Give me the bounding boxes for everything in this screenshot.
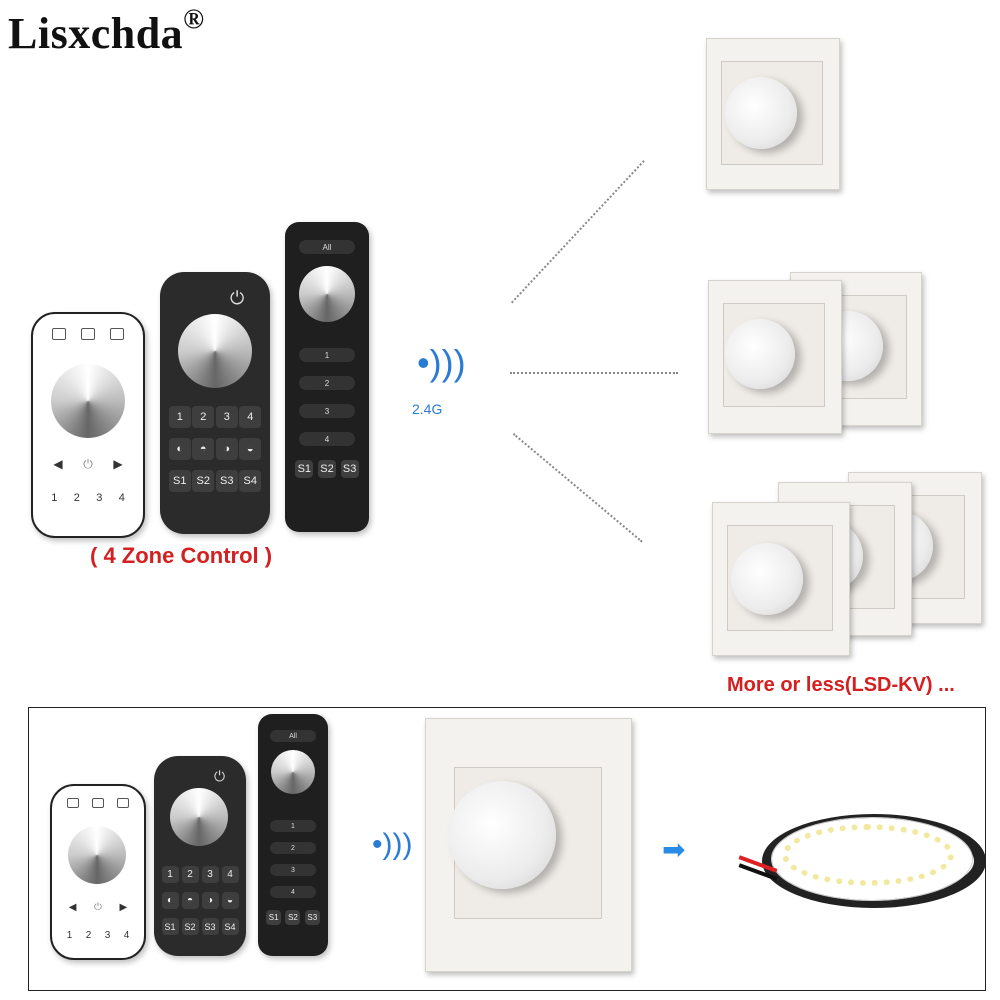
slim-remote-color-wheel [299,266,355,322]
led-strip-reel [738,800,986,910]
system-overview-panel [28,707,986,991]
dimmer-switch [706,38,840,190]
slim-remote-zone-key-2: 2 [270,842,316,854]
brand-logo: Lisxchda® [8,4,205,58]
dimmer-knob [725,77,797,149]
black-remote-color-wheel [170,788,228,846]
black-remote-brightness-keys: ◐◓◑◒ [160,892,240,909]
link-line-middle [510,372,678,374]
dimmer-switch [425,718,632,972]
wireless-signal-icon: •))) [372,828,413,861]
white-remote-top-keys [45,328,131,340]
frequency-label: 2.4G [412,401,443,417]
power-icon: ⏻ [230,288,245,308]
zone-control-label: ( 4 Zone Control ) [90,543,273,568]
dimmer-switch [708,280,842,434]
black-remote-brightness-keys: ◐◓◑◒ [168,438,262,460]
slim-remote-zone-key-1: 1 [299,348,355,362]
dimmer-knob [725,319,795,389]
wireless-signal-icon: •))) [417,342,466,383]
white-remote-nav-keys: ◀⏻▶ [68,902,128,913]
link-line-bottom [512,433,643,543]
black-remote-color-wheel [178,314,252,388]
slim-remote-zone-key-3: 3 [270,864,316,876]
more-or-less-label: More or less(LSD-KV) ... [727,674,955,696]
slim-remote-color-wheel [271,750,315,794]
white-remote-top-keys [60,798,136,808]
slim-remote-zone-key-3: 3 [299,404,355,418]
slim-remote-all-key: All [270,730,316,742]
power-icon: ⏻ [214,768,226,784]
slim-remote-all-key: All [299,240,355,254]
slim-remote-zone-key-1: 1 [270,820,316,832]
white-remote-color-wheel [51,364,125,438]
link-line-top [511,160,645,304]
white-remote-nav-keys: ◀⏻▶ [53,457,123,471]
slim-remote-zone-key-2: 2 [299,376,355,390]
white-remote-color-wheel [68,826,126,884]
dimmer-knob [731,543,803,615]
slim-remote-zone-key-4: 4 [270,886,316,898]
slim-remote-zone-key-4: 4 [299,432,355,446]
dimmer-switch [712,502,850,656]
dimmer-knob [448,781,556,889]
arrow-right-icon: ➡ [662,834,686,865]
